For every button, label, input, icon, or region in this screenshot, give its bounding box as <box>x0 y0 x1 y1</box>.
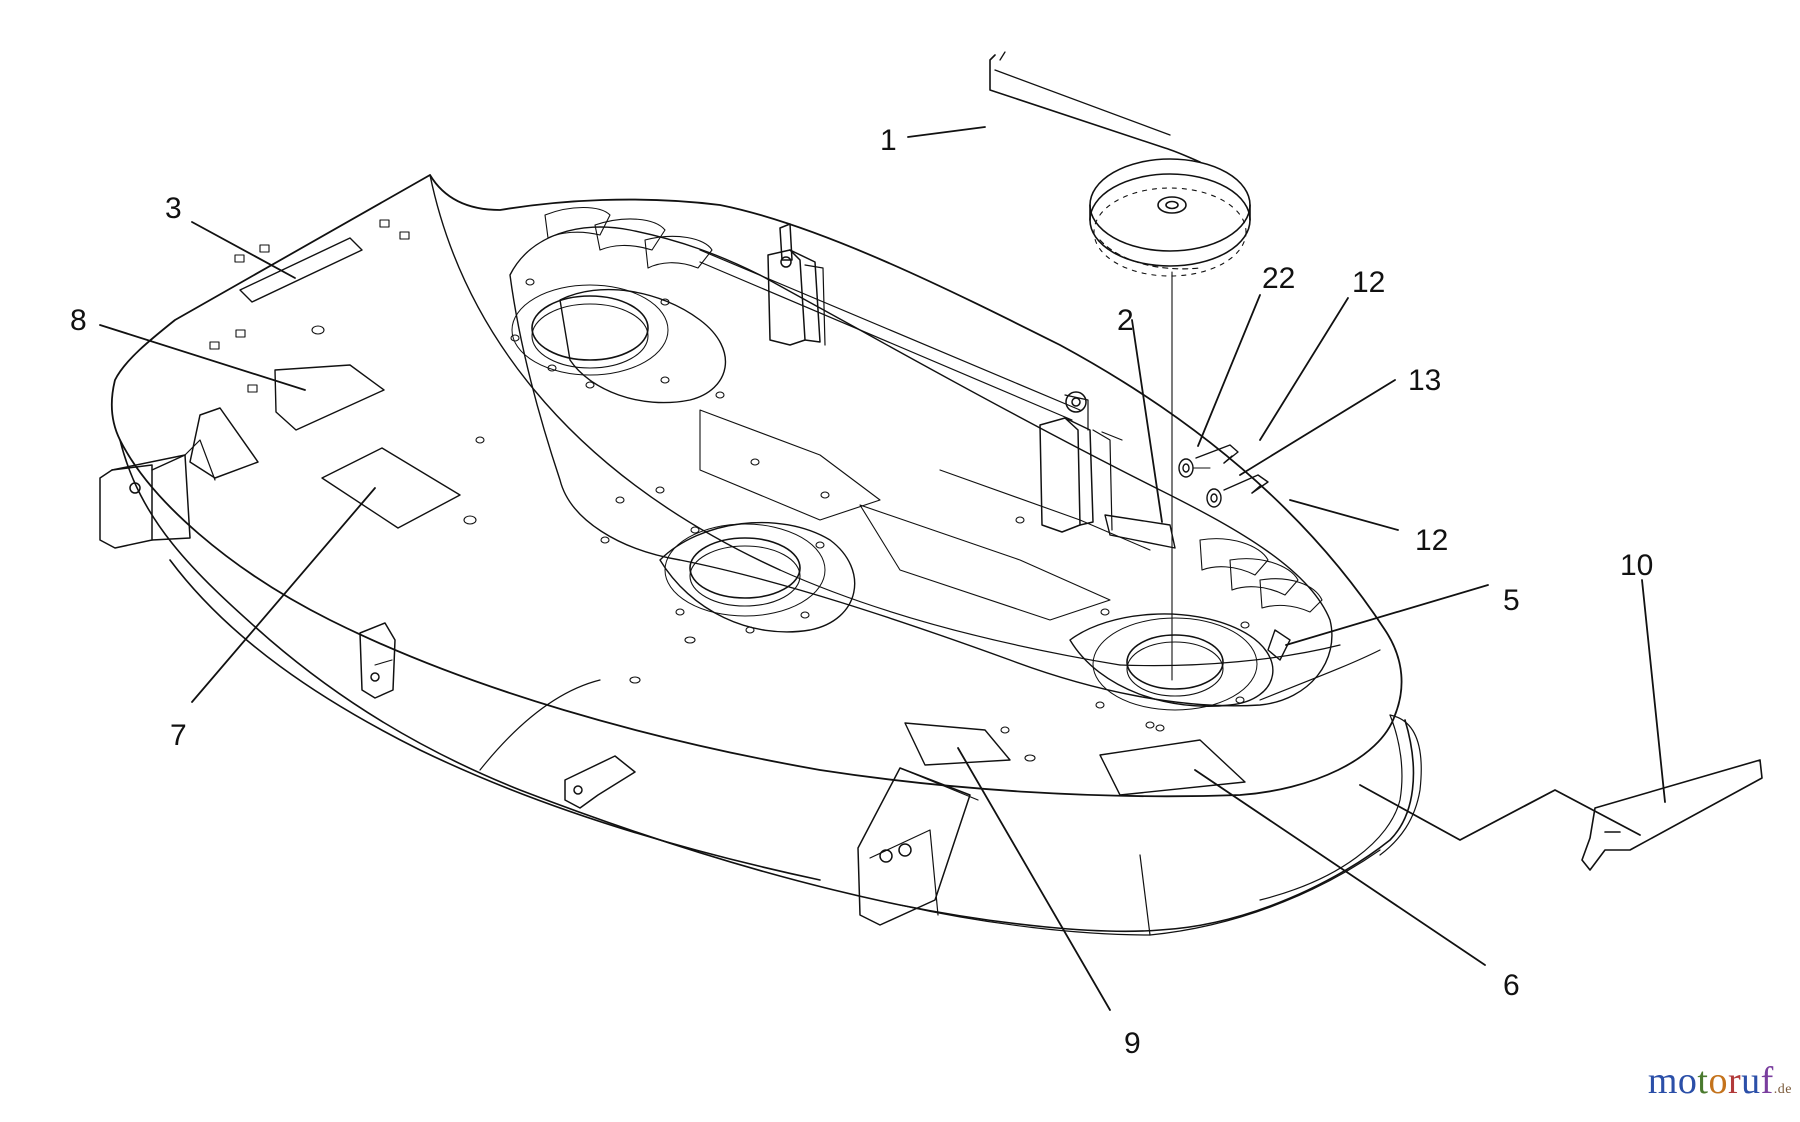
callout-1: 1 <box>880 124 897 157</box>
callout-2: 2 <box>1117 304 1134 337</box>
front-hitch-bracket <box>857 767 979 926</box>
decal-5 <box>1267 629 1291 661</box>
callout-10: 10 <box>1620 549 1653 582</box>
decal-9 <box>904 722 1011 766</box>
leader-13 <box>1239 379 1396 476</box>
idler-brackets <box>699 223 1123 533</box>
leader-5 <box>1285 584 1489 646</box>
hairpin-clip-12-lower <box>1223 474 1269 494</box>
watermark-letter: o <box>1708 1060 1728 1102</box>
decal-7 <box>321 447 461 529</box>
right-spindle-hole <box>1092 617 1258 711</box>
leader-1 <box>907 126 986 138</box>
hardware-pins <box>1178 444 1269 508</box>
watermark-logo: motoruf.de <box>1648 1059 1792 1103</box>
callout-9: 9 <box>1124 1027 1141 1060</box>
watermark-suffix: .de <box>1773 1082 1792 1097</box>
callout-8: 8 <box>70 304 87 337</box>
watermark-letter: u <box>1741 1060 1761 1102</box>
rear-side-clip <box>564 755 636 809</box>
watermark-letter: t <box>1697 1060 1709 1102</box>
watermark-letter: o <box>1677 1060 1698 1102</box>
skirt-mounting-brackets <box>99 407 979 926</box>
callout-7: 7 <box>170 719 187 752</box>
callout-22: 22 <box>1262 262 1295 295</box>
drive-belt <box>989 54 1201 163</box>
left-spindle-hole <box>511 284 669 376</box>
watermark-letter: m <box>1647 1060 1678 1102</box>
leader-3 <box>191 221 296 279</box>
left-side-clip <box>359 622 396 699</box>
spindle-holes <box>511 284 1258 711</box>
leader-22 <box>1197 294 1261 447</box>
left-front-hitch-bracket <box>99 407 259 549</box>
decals <box>239 237 1291 796</box>
leader-6 <box>1194 769 1486 966</box>
leader-12-top <box>1259 297 1349 441</box>
callout-3: 3 <box>165 192 182 225</box>
leader-8 <box>99 324 306 391</box>
hairpin-clip-12-upper <box>1195 444 1239 464</box>
leader-2 <box>1131 319 1163 523</box>
center-spindle-hole <box>664 523 826 617</box>
callout-12-bottom: 12 <box>1415 524 1448 557</box>
leader-10-zigzag <box>1359 784 1641 841</box>
callout-12-top: 12 <box>1352 266 1385 299</box>
leader-7 <box>191 487 376 703</box>
rear-idler-bracket <box>767 223 826 346</box>
decal-8 <box>274 364 385 431</box>
leader-lines <box>99 126 1666 1011</box>
watermark-letter: r <box>1727 1060 1742 1102</box>
leader-9 <box>957 747 1111 1011</box>
front-idler-bracket <box>1039 391 1123 533</box>
watermark-letter: f <box>1760 1060 1774 1102</box>
spacer-13 <box>1206 488 1222 508</box>
callout-13: 13 <box>1408 364 1441 397</box>
spindle-mounting-plate <box>509 207 1333 707</box>
pulley <box>1089 158 1251 277</box>
belt-and-pulley <box>989 51 1251 681</box>
callout-5: 5 <box>1503 584 1520 617</box>
deflector-rod-10 <box>1581 759 1763 871</box>
decal-3 <box>239 237 363 303</box>
spacer-22 <box>1178 458 1194 478</box>
leader-12-bottom <box>1289 499 1399 531</box>
decal-2 <box>1104 514 1176 549</box>
callout-labels: 1 2 3 5 6 7 8 9 10 12 12 13 22 <box>70 124 1653 1060</box>
leader-10 <box>1641 579 1666 803</box>
decal-6 <box>1099 739 1246 796</box>
deck-shell <box>110 174 1422 936</box>
bolt-holes <box>209 219 1250 762</box>
callout-6: 6 <box>1503 969 1520 1002</box>
